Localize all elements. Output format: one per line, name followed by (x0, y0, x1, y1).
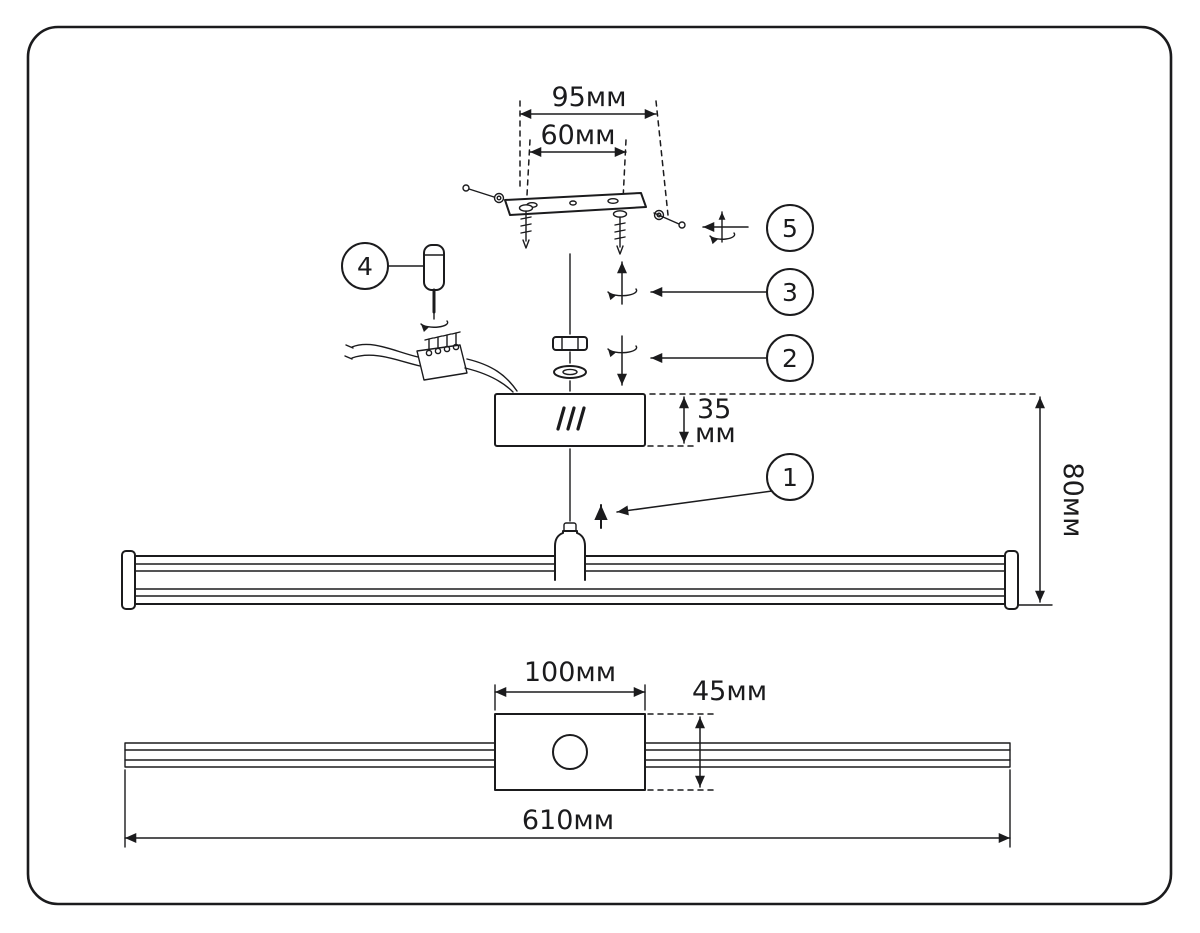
terminal-block (416, 344, 468, 381)
leader-line (616, 490, 773, 516)
callout-4: 4 (341, 242, 424, 290)
mounting-screw (518, 204, 534, 249)
junction-box (494, 393, 646, 447)
washer (493, 192, 505, 204)
ext-line (647, 713, 714, 791)
mounting-plate (494, 713, 646, 791)
dim-35-unit: мм (695, 418, 736, 449)
callout-3-number: 3 (782, 278, 798, 307)
screw-head (462, 184, 470, 192)
callout-circle (766, 204, 814, 252)
bracket-slot (607, 197, 619, 204)
callout-2-number: 2 (782, 344, 798, 373)
screwdriver-icon (420, 244, 449, 332)
dim-100-label: 100мм (524, 657, 616, 688)
dim-80-label: 80мм (1057, 462, 1088, 537)
callout-circle (341, 242, 389, 290)
dim-35mm: 35 мм (647, 394, 736, 449)
rotation-down-icon (607, 335, 638, 386)
dim-610mm: 610мм (124, 769, 1011, 848)
dim-80mm: 80мм (649, 393, 1088, 606)
dim-610-label: 610мм (522, 805, 614, 836)
mounting-stem (554, 530, 586, 581)
callout-circle (766, 268, 814, 316)
washer (553, 365, 587, 379)
dim-45-label: 45мм (692, 676, 767, 707)
dim-95-label: 95мм (551, 82, 626, 113)
rotation-up-icon (607, 261, 638, 305)
end-cap (1004, 550, 1019, 610)
callout-1: 1 (616, 453, 814, 516)
callout-5-number: 5 (782, 214, 798, 243)
dim-45mm: 45мм (647, 676, 767, 791)
dim-35-value: 35 (697, 394, 731, 425)
wire (466, 358, 518, 392)
rotation-arrow-icon (702, 211, 749, 245)
bracket-hole (569, 200, 577, 206)
dim-60mm: 60мм (526, 120, 627, 201)
page-border (26, 25, 1173, 906)
callout-3: 3 (650, 268, 814, 316)
mounting-screw (612, 210, 628, 255)
dim-95mm: 95мм (519, 82, 669, 216)
dim-100mm: 100мм (494, 657, 646, 711)
ext-line (655, 100, 669, 216)
callout-circle (766, 453, 814, 501)
screw-head (678, 221, 686, 229)
callout-5: 5 (766, 204, 814, 252)
bracket-assembly (462, 184, 686, 255)
lock-nut (552, 336, 588, 351)
wire (351, 343, 419, 358)
callout-4-number: 4 (357, 252, 373, 281)
vent-slots (556, 406, 586, 431)
wiring-terminal (344, 331, 518, 393)
washer (653, 209, 665, 221)
wire (351, 354, 421, 367)
dim-60-label: 60мм (540, 120, 615, 151)
end-cap (121, 550, 136, 610)
callout-1-number: 1 (782, 463, 798, 492)
callout-circle (766, 334, 814, 382)
fixture-top-view (124, 713, 1011, 791)
stem-hole (552, 734, 588, 770)
wire (464, 367, 514, 393)
callout-2: 2 (650, 334, 814, 382)
fixture-side-view (121, 522, 1019, 610)
